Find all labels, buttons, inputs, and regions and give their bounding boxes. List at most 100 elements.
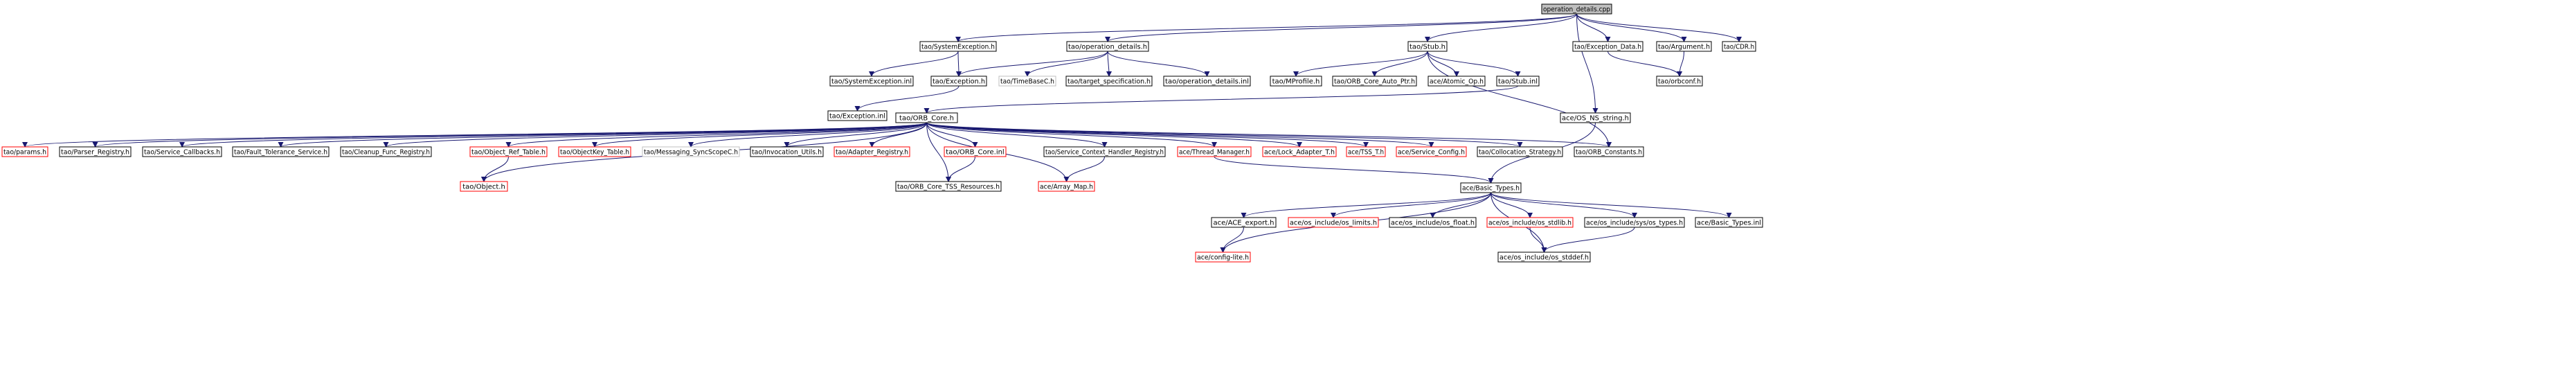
edge-basictypes-to-ostypes [1490, 192, 1637, 218]
node-label-msgsync: tao/Messaging_SyncScopeC.h [644, 149, 738, 157]
node-opdet[interactable]: tao/operation_details.h [1066, 41, 1149, 52]
node-atomicop[interactable]: ace/Atomic_Op.h [1427, 76, 1486, 87]
edges-layer [22, 13, 1742, 253]
node-label-orbcoreinl: tao/ORB_Core.inl [946, 149, 1004, 157]
node-box-arraymap [1038, 181, 1095, 192]
node-svcconfig[interactable]: ace/Service_Config.h [1396, 146, 1467, 157]
node-basictypes[interactable]: ace/Basic_Types.h [1460, 182, 1522, 193]
edge-root-to-stub [1425, 13, 1577, 42]
edge-orbcore-to-orbconst [926, 122, 1612, 148]
node-sysexc[interactable]: tao/SystemException.h [919, 41, 997, 52]
node-opdetinl[interactable]: tao/operation_details.inl [1163, 76, 1251, 87]
node-label-cdr: tao/CDR.h [1724, 44, 1754, 51]
node-label-targetspec: tao/target_specification.h [1068, 78, 1151, 86]
node-colloc[interactable]: tao/Collocation_Strategy.h [1477, 146, 1563, 157]
node-box-invutils [750, 146, 824, 157]
node-orbautoptr[interactable]: tao/ORB_Core_Auto_Ptr.h [1332, 76, 1417, 87]
edge-orbcore-to-orbtss [926, 122, 951, 182]
node-box-faulttol [232, 146, 330, 157]
node-cdr[interactable]: tao/CDR.h [1722, 41, 1756, 52]
edge-orbcore-to-tsst [926, 122, 1369, 148]
node-label-stubinl: tao/Stub.inl [1498, 78, 1538, 86]
node-svcctx[interactable]: tao/Service_Context_Handler_Registry.h [1043, 146, 1166, 157]
node-label-adapter: tao/Adapter_Registry.h [836, 149, 908, 157]
node-box-argument [1656, 41, 1712, 52]
node-basicinl[interactable]: ace/Basic_Types.inl [1695, 217, 1763, 228]
node-ostypes[interactable]: ace/os_include/sys/os_types.h [1584, 217, 1685, 228]
node-label-arraymap: ace/Array_Map.h [1040, 184, 1093, 191]
node-object[interactable]: tao/Object.h [460, 181, 508, 192]
node-label-argument: tao/Argument.h [1658, 44, 1710, 51]
nodes-layer: operation_details.cpptao/SystemException… [1, 3, 1763, 263]
edge-root-to-excdata [1576, 13, 1611, 42]
node-orbtss[interactable]: tao/ORB_Core_TSS_Resources.h [895, 181, 1002, 192]
node-box-mprofile [1270, 76, 1322, 87]
node-oslimits[interactable]: ace/os_include/os_limits.h [1288, 217, 1379, 228]
node-box-lockadapter [1262, 146, 1337, 157]
node-box-aceexport [1211, 217, 1277, 228]
node-exception[interactable]: tao/Exception.h [930, 76, 987, 87]
edge-opdet-to-timebase [1025, 51, 1108, 77]
node-invutils[interactable]: tao/Invocation_Utils.h [750, 146, 824, 157]
node-label-osstddef: ace/os_include/os_stddef.h [1499, 254, 1589, 262]
node-excdata[interactable]: tao/Exception_Data.h [1572, 41, 1643, 52]
node-excinl[interactable]: tao/Exception.inl [827, 110, 888, 121]
node-lockadapter[interactable]: ace/Lock_Adapter_T.h [1262, 146, 1337, 157]
node-box-sysexc [919, 41, 997, 52]
node-orbcoreinl[interactable]: tao/ORB_Core.inl [944, 146, 1007, 157]
node-box-threadmgr [1177, 146, 1252, 157]
node-box-orbcoreinl [944, 146, 1007, 157]
node-label-svccb: tao/Service_Callbacks.h [144, 149, 220, 157]
node-box-root [1541, 3, 1612, 15]
node-parser[interactable]: tao/Parser_Registry.h [59, 146, 132, 157]
node-threadmgr[interactable]: ace/Thread_Manager.h [1177, 146, 1252, 157]
node-cleanup[interactable]: tao/Cleanup_Func_Registry.h [340, 146, 432, 157]
node-timebase[interactable]: tao/TimeBaseC.h [998, 76, 1056, 87]
node-label-basicinl: ace/Basic_Types.inl [1697, 220, 1761, 227]
node-label-cleanup: tao/Cleanup_Func_Registry.h [342, 149, 430, 157]
node-faulttol[interactable]: tao/Fault_Tolerance_Service.h [232, 146, 330, 157]
node-osns[interactable]: ace/OS_NS_string.h [1560, 112, 1631, 123]
node-sysexcinl[interactable]: tao/SystemException.inl [829, 76, 914, 87]
node-svccb[interactable]: tao/Service_Callbacks.h [142, 146, 222, 157]
node-orbconf[interactable]: tao/orbconf.h [1656, 76, 1703, 87]
node-argument[interactable]: tao/Argument.h [1656, 41, 1712, 52]
node-label-orbconf: tao/orbconf.h [1658, 78, 1701, 86]
node-box-object [460, 181, 508, 192]
node-box-adapter [834, 146, 910, 157]
node-box-sysexcinl [829, 76, 914, 87]
node-box-tsst [1346, 146, 1386, 157]
node-box-opdetinl [1163, 76, 1251, 87]
node-arraymap[interactable]: ace/Array_Map.h [1038, 181, 1095, 192]
node-orbconst[interactable]: tao/ORB_Constants.h [1574, 146, 1644, 157]
node-box-objref [469, 146, 548, 157]
node-osfloat[interactable]: ace/os_include/os_float.h [1389, 217, 1477, 228]
node-configlite[interactable]: ace/config-lite.h [1195, 252, 1251, 263]
edge-orbcore-to-svcconfig [926, 122, 1434, 148]
edge-orbcore-to-objref [505, 122, 927, 148]
node-orbcore[interactable]: tao/ORB_Core.h [895, 112, 958, 123]
node-stub[interactable]: tao/Stub.h [1407, 41, 1448, 52]
node-box-colloc [1477, 146, 1563, 157]
node-box-params [1, 146, 48, 157]
node-targetspec[interactable]: tao/target_specification.h [1065, 76, 1153, 87]
node-objref[interactable]: tao/Object_Ref_Table.h [469, 146, 548, 157]
node-label-orbtss: tao/ORB_Core_TSS_Resources.h [897, 184, 1000, 191]
node-msgsync[interactable]: tao/Messaging_SyncScopeC.h [642, 146, 740, 157]
edge-root-to-opdet [1105, 13, 1577, 42]
node-adapter[interactable]: tao/Adapter_Registry.h [834, 146, 910, 157]
node-osstddef[interactable]: ace/os_include/os_stddef.h [1497, 252, 1591, 263]
node-tsst[interactable]: ace/TSS_T.h [1346, 146, 1386, 157]
node-box-svcctx [1043, 146, 1166, 157]
node-box-parser [59, 146, 132, 157]
edge-root-to-cdr [1576, 13, 1742, 42]
node-box-cleanup [340, 146, 432, 157]
node-box-osns [1560, 112, 1631, 123]
node-objkey[interactable]: tao/ObjectKey_Table.h [558, 146, 631, 157]
node-mprofile[interactable]: tao/MProfile.h [1270, 76, 1322, 87]
node-osstdlib[interactable]: ace/os_include/os_stdlib.h [1486, 217, 1574, 228]
node-stubinl[interactable]: tao/Stub.inl [1496, 76, 1540, 87]
node-box-opdet [1066, 41, 1149, 52]
node-aceexport[interactable]: ace/ACE_export.h [1211, 217, 1277, 228]
node-params[interactable]: tao/params.h [1, 146, 48, 157]
